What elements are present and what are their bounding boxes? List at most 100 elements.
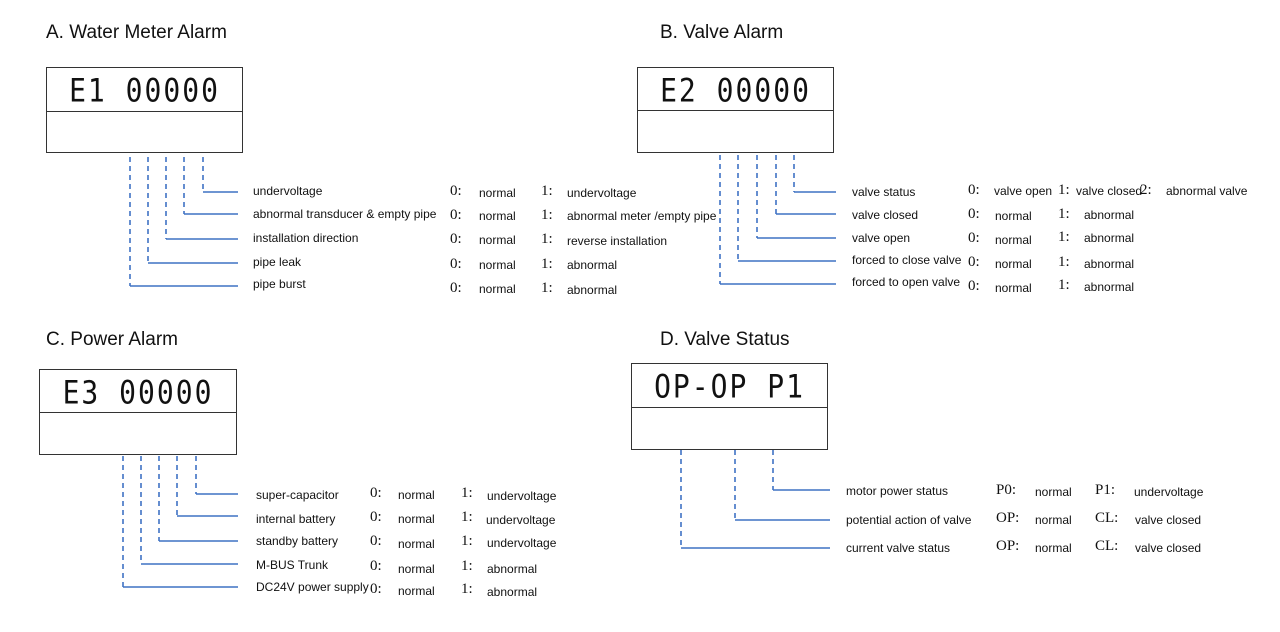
panel-b-title: B. Valve Alarm — [660, 22, 784, 43]
panel-b-row-desc1: abnormal — [1084, 257, 1135, 271]
panel-a-row-desc0: normal — [479, 186, 516, 200]
panel-b-row-code0: 0: — [968, 254, 980, 270]
panel-b-row-code1: 1: — [1058, 277, 1070, 293]
panel-a-row-code1: 1: — [541, 231, 553, 247]
panel-d-row-desc1: undervoltage — [1134, 485, 1204, 499]
panel-d-row-label: motor power status — [846, 484, 949, 498]
panel-a-display: E1 00000 — [46, 67, 243, 153]
panel-b-row-desc0: normal — [995, 281, 1032, 295]
panel-c-row-code0: 0: — [370, 533, 382, 549]
panel-b-row-code1: 1: — [1058, 254, 1070, 270]
panel-a-row-desc0: normal — [479, 209, 516, 223]
panel-c-row-desc1: abnormal — [487, 585, 538, 599]
panel-c-row-desc0: normal — [398, 488, 435, 502]
panel-d-display: OP-OP P1 — [631, 363, 828, 450]
panel-b-row-desc2: abnormal valve — [1166, 184, 1248, 198]
panel-d-row-desc0: normal — [1035, 513, 1072, 527]
panel-a-row-code1: 1: — [541, 280, 553, 296]
panel-a-row-code0: 0: — [450, 231, 462, 247]
panel-c-row-label: internal battery — [256, 512, 336, 526]
panel-d-display-code: OP-OP P1 — [654, 367, 805, 406]
panel-c-row-desc1: undervoltage — [487, 536, 557, 550]
panel-a-row-code0: 0: — [450, 280, 462, 296]
panel-b-row-desc0: valve open — [994, 184, 1053, 198]
panel-a-row-desc0: normal — [479, 233, 516, 247]
panel-d-row-label: potential action of valve — [846, 513, 972, 527]
panel-c-row-code1: 1: — [461, 485, 473, 501]
panel-a-row-desc1: abnormal — [567, 283, 618, 297]
panel-d-row-code0: P0: — [996, 482, 1017, 498]
panel-c-row-desc0: normal — [398, 537, 435, 551]
panel-d-row-desc1: valve closed — [1135, 513, 1202, 527]
panel-a-row-code1: 1: — [541, 207, 553, 223]
panel-a-row-label: undervoltage — [253, 184, 323, 198]
panel-b-row-desc0: normal — [995, 209, 1032, 223]
panel-a-row-label: installation direction — [253, 231, 359, 245]
panel-d-row-desc1: valve closed — [1135, 541, 1202, 555]
panel-a-row-label: pipe burst — [253, 277, 306, 291]
panel-a-row-desc1: abnormal — [567, 258, 618, 272]
panel-a-row-code0: 0: — [450, 183, 462, 199]
panel-b-row-desc1: abnormal — [1084, 280, 1135, 294]
panel-b-display: E2 00000 — [637, 67, 834, 153]
panel-b-row-label: forced to open valve — [852, 275, 961, 289]
panel-c-row-desc0: normal — [398, 584, 435, 598]
panel-a-row-code0: 0: — [450, 256, 462, 272]
panel-b-row-code1: 1: — [1058, 182, 1070, 198]
panel-a-row-desc1: reverse installation — [567, 234, 668, 248]
panel-a-row-desc1: abnormal meter /empty pipe — [567, 209, 717, 223]
panel-a-row-code1: 1: — [541, 183, 553, 199]
panel-c-display: E3 00000 — [39, 369, 237, 455]
panel-c-row-label: super-capacitor — [256, 488, 339, 502]
panel-c-row-desc1: undervoltage — [487, 489, 557, 503]
panel-c-row-label: M-BUS Trunk — [256, 558, 329, 572]
panel-c-row-code0: 0: — [370, 509, 382, 525]
panel-a-row-code1: 1: — [541, 256, 553, 272]
panel-c-row-code0: 0: — [370, 558, 382, 574]
panel-a-row-label: abnormal transducer & empty pipe — [253, 207, 437, 221]
panel-b-row-code0: 0: — [968, 182, 980, 198]
panel-a-row-desc0: normal — [479, 258, 516, 272]
panel-c-row-code1: 1: — [461, 533, 473, 549]
panel-b-row-code1: 1: — [1058, 229, 1070, 245]
panel-c-row-desc1: abnormal — [487, 562, 538, 576]
panel-c-row-code1: 1: — [461, 581, 473, 597]
panel-c-row-code0: 0: — [370, 485, 382, 501]
panel-b-row-desc1: valve closed — [1076, 184, 1143, 198]
panel-b-row-label: valve status — [852, 185, 916, 199]
panel-b-row-code2: 2: — [1140, 182, 1152, 198]
panel-c-row-code1: 1: — [461, 558, 473, 574]
panel-a-row-desc0: normal — [479, 282, 516, 296]
panel-b-display-code: E2 00000 — [660, 71, 811, 110]
panel-c-display-code: E3 00000 — [62, 373, 214, 412]
panel-d-row-code1: P1: — [1095, 482, 1116, 498]
panel-a-display-code: E1 00000 — [69, 71, 220, 110]
panel-c-row-desc0: normal — [398, 512, 435, 526]
panel-b-row-code0: 0: — [968, 230, 980, 246]
panel-b-row-desc1: abnormal — [1084, 208, 1135, 222]
panel-b-row-label: valve closed — [852, 208, 919, 222]
panel-b-row-label: valve open — [852, 231, 911, 245]
panel-b-row-desc0: normal — [995, 257, 1032, 271]
panel-b-row-code1: 1: — [1058, 206, 1070, 222]
panel-d-row-code1: CL: — [1095, 510, 1119, 526]
panel-c-row-code0: 0: — [370, 581, 382, 597]
panel-c-row-desc1: undervoltage — [486, 513, 556, 527]
panel-c-title: C. Power Alarm — [46, 329, 178, 350]
panel-b-row-desc0: normal — [995, 233, 1032, 247]
panel-d-row-code0: OP: — [996, 538, 1020, 554]
panel-a-row-code0: 0: — [450, 207, 462, 223]
panel-d-row-code0: OP: — [996, 510, 1020, 526]
panel-c-row-label: standby battery — [256, 534, 339, 548]
panel-c-row-code1: 1: — [461, 509, 473, 525]
panel-d-title: D. Valve Status — [660, 329, 790, 350]
panel-b-row-code0: 0: — [968, 278, 980, 294]
panel-b-row-code0: 0: — [968, 206, 980, 222]
panel-d-row-desc0: normal — [1035, 541, 1072, 555]
panel-d-row-desc0: normal — [1035, 485, 1072, 499]
panel-b-row-desc1: abnormal — [1084, 231, 1135, 245]
panel-d-row-code1: CL: — [1095, 538, 1119, 554]
panel-d-row-label: current valve status — [846, 541, 951, 555]
panel-b-row-label: forced to close valve — [852, 253, 962, 267]
panel-a-title: A. Water Meter Alarm — [46, 22, 227, 43]
